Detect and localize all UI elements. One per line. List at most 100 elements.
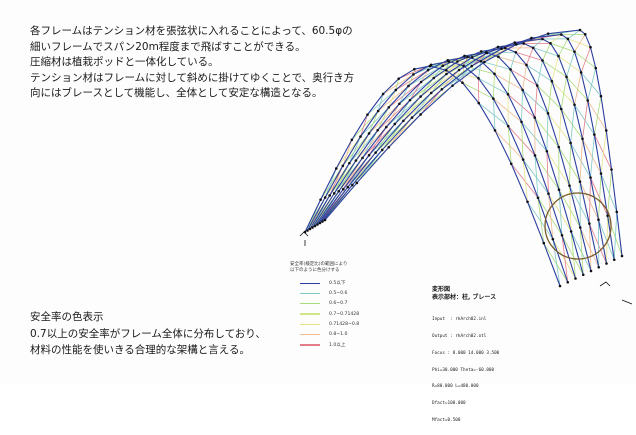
truss-node xyxy=(605,129,608,132)
brace-member xyxy=(581,47,590,72)
truss-node xyxy=(586,99,589,102)
truss-node xyxy=(497,46,500,49)
truss-node xyxy=(621,255,624,258)
brace-member xyxy=(552,56,559,81)
brace-member xyxy=(522,122,547,151)
truss-node xyxy=(335,167,338,170)
frame-member xyxy=(537,86,548,114)
truss-node xyxy=(462,64,465,67)
truss-node xyxy=(579,29,582,32)
truss-node xyxy=(560,108,563,111)
truss-node xyxy=(466,56,469,59)
truss-node xyxy=(600,95,603,98)
truss-node xyxy=(361,157,364,160)
truss-node xyxy=(451,84,454,87)
truss-node xyxy=(359,135,362,138)
truss-node xyxy=(559,285,562,288)
truss-node xyxy=(377,110,380,113)
truss-node xyxy=(536,84,539,87)
brace-member xyxy=(559,39,568,56)
brace-member xyxy=(608,170,612,216)
description-line: 細いフレームでスパン20m程度まで飛ばすことができる。 xyxy=(30,40,420,56)
description-line: テンション材はフレームに対して斜めに掛けてゆくことで、奥行き方 xyxy=(30,71,420,87)
truss-node xyxy=(351,184,354,187)
frame-member xyxy=(601,96,606,130)
safety-line: 0.7以上の安全率がフレーム全体に分布しており、 xyxy=(30,326,320,343)
frame-member xyxy=(548,113,559,147)
truss-node xyxy=(600,172,603,175)
truss-node xyxy=(314,225,317,228)
truss-node xyxy=(525,64,528,67)
truss-node xyxy=(504,47,507,50)
truss-node xyxy=(387,146,390,149)
truss-node xyxy=(480,60,483,63)
brace-member xyxy=(575,34,586,51)
truss-node xyxy=(348,162,351,165)
info-parameters: Input : rkArch02.inl Output : rkArch02.o… xyxy=(432,306,552,435)
diagram-page: 各フレームはテンション材を張弦状に入れることによって、60.5φの 細いフレーム… xyxy=(0,0,636,383)
truss-node xyxy=(470,65,473,68)
truss-node xyxy=(328,194,331,197)
frame-member xyxy=(580,182,589,224)
legend-label: 0.7~0.71428 xyxy=(329,312,359,317)
truss-node xyxy=(582,273,585,276)
info-line: Focus : 8.000 14.000 3.500 xyxy=(432,351,552,357)
frame-member xyxy=(535,118,547,152)
brace-member xyxy=(547,151,570,185)
frame-member xyxy=(524,44,533,48)
truss-node xyxy=(458,69,461,72)
legend-swatch xyxy=(300,283,320,284)
truss-node xyxy=(547,192,550,195)
truss-node xyxy=(497,55,500,58)
brace-member xyxy=(511,164,538,198)
truss-node xyxy=(589,46,592,49)
truss-node xyxy=(570,230,573,233)
truss-node xyxy=(427,69,430,72)
truss-node xyxy=(507,125,510,128)
truss-node xyxy=(411,116,414,119)
truss-node xyxy=(432,77,435,80)
truss-node xyxy=(573,103,576,106)
frame-member xyxy=(544,243,560,286)
frame-member xyxy=(575,52,582,73)
legend-swatch xyxy=(300,313,320,314)
truss-node xyxy=(356,182,359,185)
brace-member xyxy=(463,83,494,99)
truss-node xyxy=(615,211,618,214)
truss-node xyxy=(368,154,371,157)
legend-swatch xyxy=(300,344,320,345)
truss-node xyxy=(557,55,560,58)
truss-node xyxy=(530,37,533,40)
description-line: 向にはブレースとして機能し、全体として安定な構造となる。 xyxy=(30,86,420,102)
truss-node xyxy=(381,149,384,152)
truss-node xyxy=(319,198,322,201)
legend-swatch xyxy=(300,293,320,294)
legend-item: 0.8~1.0 xyxy=(290,329,400,339)
frame-member xyxy=(583,139,591,178)
truss-node xyxy=(420,81,423,84)
brace-member xyxy=(601,130,606,173)
truss-node xyxy=(337,190,340,193)
truss-node xyxy=(342,165,345,168)
truss-node xyxy=(324,196,327,199)
truss-node xyxy=(306,229,309,232)
truss-node xyxy=(549,42,552,45)
truss-node xyxy=(376,129,379,132)
truss-node xyxy=(493,73,496,76)
legend-label: 0.6~0.7 xyxy=(329,301,347,306)
brace-member xyxy=(571,105,575,143)
legend-item: 1.0以上 xyxy=(290,340,400,350)
legend-title-line: 以下のように色分けする xyxy=(290,268,400,274)
legend-label: 0.5以下 xyxy=(329,280,346,286)
truss-node xyxy=(514,51,517,54)
brace-member xyxy=(527,48,534,65)
frame-member xyxy=(511,164,527,202)
truss-node xyxy=(477,77,480,80)
truss-node xyxy=(579,180,582,183)
truss-node xyxy=(385,126,388,129)
truss-node xyxy=(430,63,433,66)
truss-node xyxy=(613,258,616,261)
legend-label: 0.71428~0.8 xyxy=(329,322,359,327)
frame-member xyxy=(479,78,494,98)
truss-node xyxy=(566,281,569,284)
